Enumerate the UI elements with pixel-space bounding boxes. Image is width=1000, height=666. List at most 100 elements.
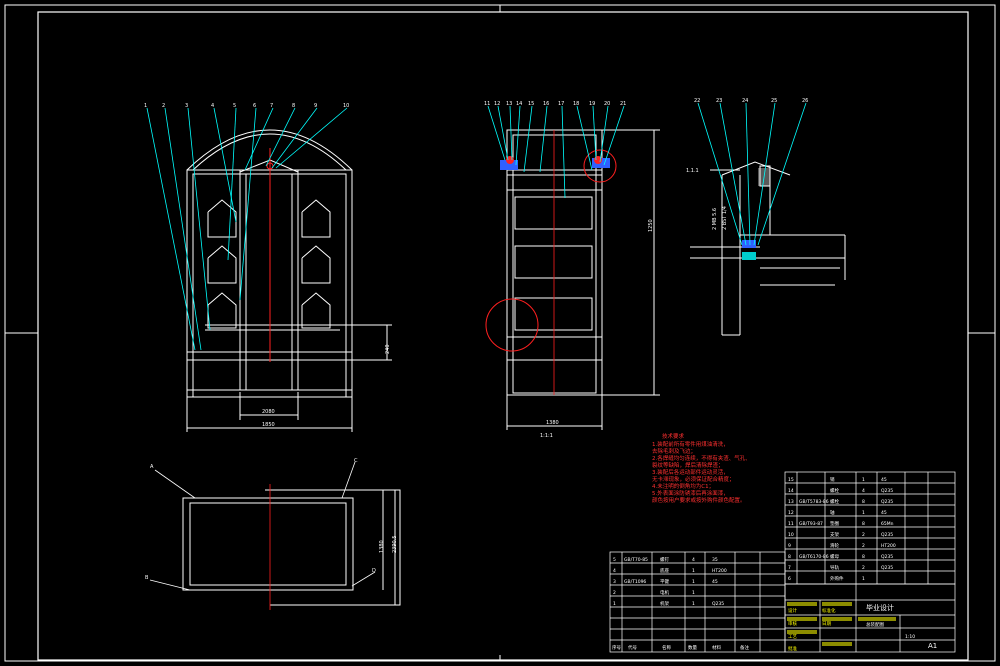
side-callout-19: 19	[589, 101, 595, 107]
front-callout-1: 1	[144, 103, 147, 109]
svg-text:4: 4	[613, 568, 616, 574]
svg-text:2: 2	[613, 590, 616, 596]
project-name: 毕业设计	[866, 603, 894, 612]
svg-text:4: 4	[862, 488, 865, 494]
svg-text:螺钉: 螺钉	[660, 556, 669, 563]
svg-text:2: 2	[862, 532, 865, 538]
plan-callout-d: D	[372, 568, 376, 574]
svg-text:2: 2	[862, 543, 865, 549]
side-callout-18: 18	[573, 101, 579, 107]
svg-text:45: 45	[881, 477, 887, 483]
svg-text:1: 1	[692, 590, 695, 596]
plan-callout-c: C	[354, 458, 358, 464]
notes-line-3: 2.各焊缝均匀连续，不得有夹渣、气孔、	[652, 454, 751, 462]
side-callout-13: 13	[506, 101, 512, 107]
side-dim-width: 1380	[546, 420, 559, 426]
svg-text:GB/T6170-86: GB/T6170-86	[799, 554, 829, 560]
svg-text:工艺: 工艺	[788, 634, 797, 640]
notes-title: 技术要求	[662, 432, 685, 440]
notes-line-1: 1.装配前所有零件用煤油清洗，	[652, 440, 729, 448]
front-dim-side: 240	[385, 344, 391, 354]
svg-text:Q235: Q235	[881, 488, 893, 494]
svg-text:HT200: HT200	[881, 543, 896, 549]
front-dim-inner: 2080	[262, 409, 275, 415]
svg-text:1: 1	[862, 477, 865, 483]
svg-text:4: 4	[692, 557, 695, 563]
svg-text:35: 35	[712, 557, 718, 563]
svg-text:15: 15	[788, 477, 794, 483]
parts-list-lower: 5 GB/T70-85 螺钉 4 35 4 底座 1 HT200 3 GB/T1…	[612, 556, 749, 651]
svg-text:支架: 支架	[830, 531, 839, 538]
detail-callout-23: 23	[716, 98, 722, 104]
svg-text:Q235: Q235	[881, 499, 893, 505]
detail-callout-26: 26	[802, 98, 808, 104]
svg-text:螺栓: 螺栓	[830, 487, 839, 494]
svg-text:HT200: HT200	[712, 568, 727, 574]
svg-text:GB/T70-85: GB/T70-85	[624, 557, 648, 563]
plan-leaders	[149, 461, 376, 591]
side-callout-11: 11	[484, 101, 490, 107]
detail-dim-c: 2 BST 1/4	[722, 206, 728, 230]
svg-text:9: 9	[788, 543, 791, 549]
notes-line-8: 5.外表面涂防锈漆后再涂面漆，	[652, 489, 729, 497]
svg-text:8: 8	[788, 554, 791, 560]
sheet-border-inner	[37, 11, 969, 661]
svg-text:12: 12	[788, 510, 794, 516]
front-leaders	[146, 107, 348, 351]
side-callout-17: 17	[558, 101, 564, 107]
plan-callout-a: A	[150, 464, 154, 470]
scale: 1:10	[905, 634, 915, 640]
front-callout-2: 2	[162, 103, 165, 109]
svg-text:GB/T93-87: GB/T93-87	[799, 521, 823, 527]
svg-text:设计: 设计	[788, 607, 797, 614]
detail-leaders	[697, 102, 807, 246]
detail-circle-top	[583, 149, 617, 183]
svg-text:1: 1	[692, 568, 695, 574]
side-callout-21: 21	[620, 101, 626, 107]
sheet-size: A1	[928, 642, 937, 650]
title-block	[609, 471, 956, 653]
svg-text:1: 1	[862, 576, 865, 582]
svg-text:GB/T1096: GB/T1096	[624, 579, 646, 585]
front-callout-6: 6	[253, 103, 256, 109]
svg-text:13: 13	[788, 499, 794, 505]
front-callout-7: 7	[270, 103, 273, 109]
svg-text:底座: 底座	[660, 567, 669, 574]
parts-list-upper: 15 销 1 45 14 螺栓 4 Q235 13 GB/T5783-86 螺栓…	[788, 476, 896, 582]
svg-text:序号: 序号	[612, 644, 621, 651]
svg-text:14: 14	[788, 488, 794, 494]
svg-text:7: 7	[788, 565, 791, 571]
front-callout-10: 10	[343, 103, 349, 109]
svg-text:45: 45	[881, 510, 887, 516]
svg-text:机架: 机架	[660, 600, 669, 607]
svg-text:螺栓: 螺栓	[830, 498, 839, 505]
notes-line-2: 去除毛刺及飞边；	[652, 447, 696, 455]
svg-text:导轨: 导轨	[830, 564, 839, 571]
plan-dim-height: 1380	[379, 540, 385, 553]
svg-text:6: 6	[788, 576, 791, 582]
detail-dim-b: 2 MB 5.6	[712, 208, 718, 230]
title-block-text: 毕业设计 总装配图 1:10 A1 设计 审核 工艺 批准 标准化 日期	[788, 603, 937, 652]
front-callout-3: 3	[185, 103, 188, 109]
svg-text:名称: 名称	[662, 644, 671, 651]
svg-text:平键: 平键	[660, 578, 669, 585]
svg-text:Q235: Q235	[881, 532, 893, 538]
notes-line-6: 无卡滞现象，必须保证配合精度；	[652, 475, 735, 483]
svg-text:65Mn: 65Mn	[881, 521, 894, 527]
svg-text:标准化: 标准化	[822, 607, 836, 614]
svg-text:材料: 材料	[712, 644, 721, 651]
title-block-yellow-fill	[787, 602, 896, 646]
svg-text:外购件: 外购件	[830, 575, 844, 582]
svg-text:11: 11	[788, 521, 794, 527]
plan-callout-b: B	[145, 575, 149, 581]
detail-circle-bottom	[485, 298, 539, 352]
notes-line-9: 颜色按用户要求或按外购件颜色配置。	[652, 496, 746, 504]
side-leaders	[487, 105, 625, 199]
side-view	[506, 129, 660, 430]
notes-line-4: 裂纹等缺陷，焊后清除焊渣；	[652, 461, 724, 469]
side-callout-15: 15	[528, 101, 534, 107]
svg-text:代号: 代号	[628, 644, 637, 651]
svg-text:备注: 备注	[740, 644, 749, 651]
detail-scale: 1.1.1	[686, 168, 699, 174]
